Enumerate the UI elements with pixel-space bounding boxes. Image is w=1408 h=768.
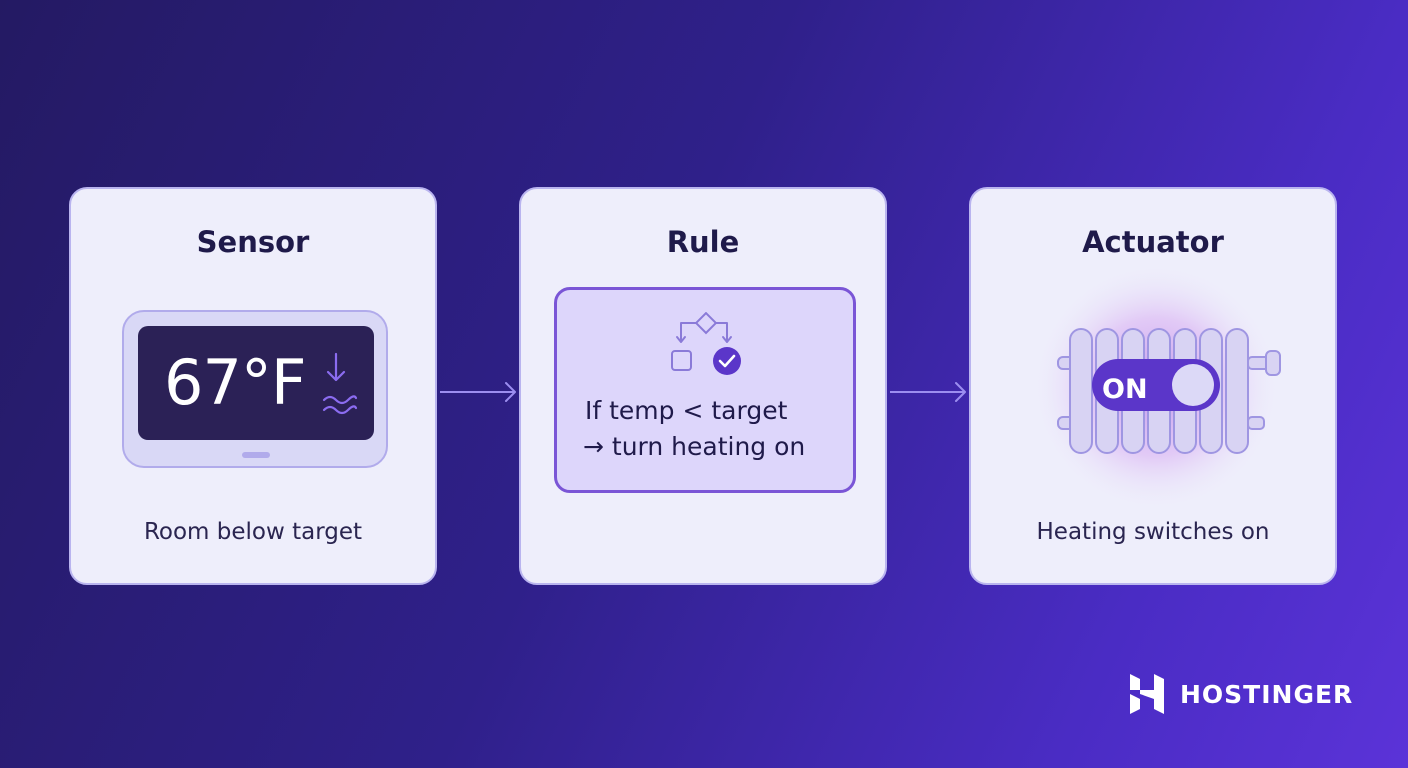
flow-arrow-icon [440,382,516,402]
hostinger-logo [1130,674,1164,714]
rule-condition: If temp < target [585,396,788,425]
rule-box: If temp < target → turn heating on [554,287,856,493]
thermostat-indicator [242,452,270,458]
rule-card: Rule If temp < target → turn heating on [519,187,887,585]
heat-wave-icon [322,395,358,415]
temperature-readout: 67°F [164,346,307,419]
sensor-title: Sensor [196,225,310,259]
sensor-card: Sensor 67°F Room below target [69,187,437,585]
workflow-icon [671,312,741,375]
arrow-down-icon [326,352,346,382]
toggle-label: ON [1102,374,1148,405]
radiator: ON [1011,262,1301,512]
thermostat-screen: 67°F [138,326,374,440]
actuator-caption: Heating switches on [1036,519,1270,545]
thermostat: 67°F [122,310,388,468]
rule-title: Rule [666,225,740,259]
brand-name: HOSTINGER [1180,680,1354,709]
actuator-title: Actuator [1082,225,1224,259]
sensor-caption: Room below target [143,519,363,545]
actuator-card: Actuator [969,187,1337,585]
radiator-icon: ON [1031,262,1281,512]
flow-arrow-icon [890,382,966,402]
rule-action: → turn heating on [583,432,806,461]
